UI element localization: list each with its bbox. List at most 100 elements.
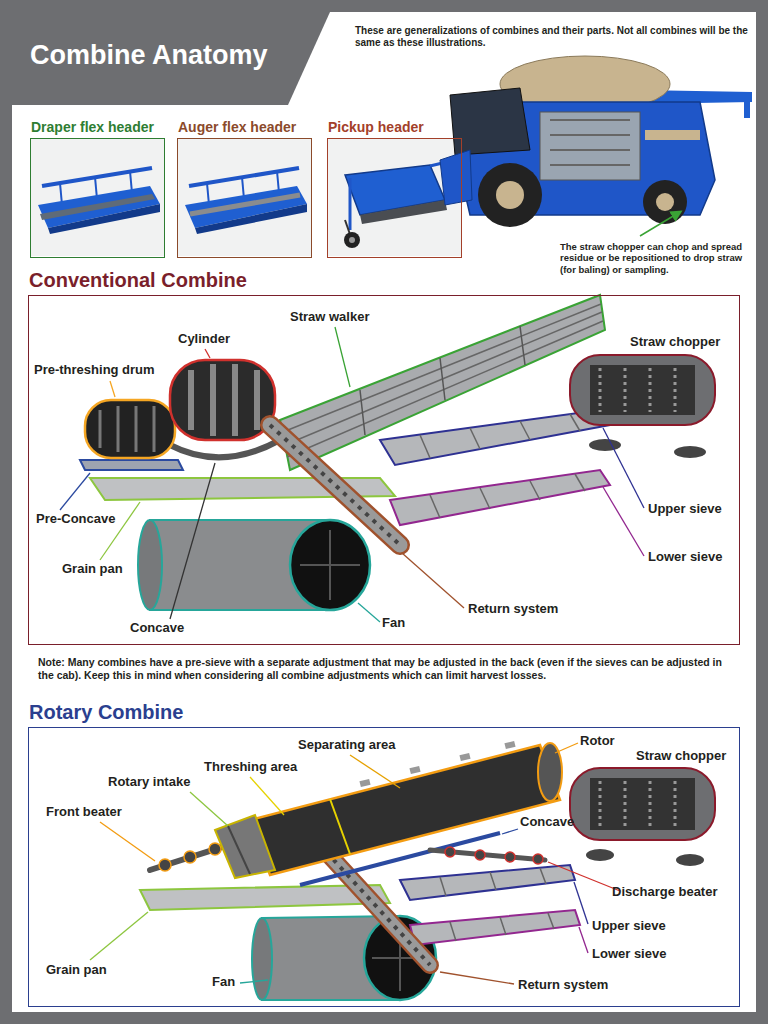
rotary-straw-chopper <box>570 768 715 866</box>
conventional-leader-lines-part <box>170 463 215 619</box>
conventional-leader-lines-part <box>603 428 644 508</box>
combine-picture-part <box>550 119 630 121</box>
draper-header-picture-part <box>31 138 164 256</box>
rotary-return-system <box>320 845 430 965</box>
combine-picture-part <box>550 164 630 166</box>
pre-threshing-drum-picture-part <box>153 406 156 452</box>
rotary-lower-sieve <box>410 910 580 945</box>
conventional-upper-sieve-part <box>380 410 610 465</box>
rotor-picture-part <box>409 766 420 774</box>
pre-threshing-drum-picture-part <box>117 406 120 452</box>
straw-walker-picture-part <box>520 326 525 365</box>
front-beater-picture-part <box>209 843 221 855</box>
rotary-leader-lines-part <box>250 777 284 815</box>
part-label: Upper sieve <box>592 918 666 934</box>
pickup-header-picture-part <box>328 138 461 256</box>
conventional-leader-lines-part <box>358 603 380 622</box>
conventional-straw-chopper-part <box>674 368 677 412</box>
box-heading: Rotary Combine <box>29 701 183 728</box>
draper-header-picture-part <box>42 168 152 186</box>
auger-header-picture <box>178 138 311 256</box>
conventional-straw-chopper <box>570 355 715 458</box>
part-label: Discharge beater <box>612 884 718 900</box>
combine-picture-part <box>540 112 640 180</box>
rotary-straw-chopper-part <box>649 781 652 827</box>
cylinder-picture-part <box>232 364 238 436</box>
conventional-straw-chopper-part <box>570 355 715 425</box>
combine-picture-part <box>440 150 472 205</box>
part-label: Lower sieve <box>592 946 666 962</box>
rotary-leader-lines-part <box>579 927 588 953</box>
conventional-straw-chopper-part <box>624 368 627 412</box>
rotary-straw-chopper-part <box>570 768 715 840</box>
straw-walker-picture-part <box>440 358 445 400</box>
conventional-upper-sieve-part <box>420 435 430 458</box>
rotary-lower-sieve-part <box>450 922 456 941</box>
part-label: Grain pan <box>62 561 123 577</box>
conventional-straw-chopper-part <box>649 368 652 412</box>
note-text: Note: Many combines have a pre-sieve wit… <box>38 656 738 681</box>
conventional-upper-sieve-part <box>470 428 480 449</box>
rotary-straw-chopper-part <box>676 854 704 866</box>
auger-header-picture-part <box>189 168 299 186</box>
conventional-pre-concave-part <box>80 460 183 470</box>
conventional-upper-sieve-part <box>520 421 530 440</box>
conventional-return-system <box>270 425 400 545</box>
conventional-pre-concave <box>80 460 183 470</box>
note-text: These are generalizations of combines an… <box>355 25 750 49</box>
conventional-concave <box>170 440 280 457</box>
part-label: Rotor <box>580 733 615 749</box>
straw-walker-picture-part <box>360 390 365 435</box>
conventional-straw-chopper-part <box>674 446 706 458</box>
conventional-fan-part <box>290 520 370 610</box>
rotary-leader-lines <box>90 743 620 984</box>
rotary-return-system-part <box>320 845 430 965</box>
conventional-return-system-part <box>270 425 400 545</box>
rotor-picture-part <box>359 779 370 787</box>
rotary-intake-picture-part <box>215 815 275 878</box>
pre-threshing-drum-picture-part <box>135 406 138 452</box>
title-band <box>12 12 330 105</box>
part-label: Pre-Concave <box>36 511 115 527</box>
part-label: Concave <box>520 814 574 830</box>
combine-picture-part <box>640 212 680 236</box>
rotary-lower-sieve-part <box>548 913 554 929</box>
conventional-lower-sieve <box>390 470 610 525</box>
rotary-leader-lines-part <box>502 829 518 834</box>
rotary-upper-sieve-part <box>540 868 546 884</box>
rotary-fan-part <box>252 918 272 1000</box>
combine-picture-part <box>656 193 674 211</box>
pre-threshing-drum-picture-part <box>99 410 102 448</box>
part-label: Lower sieve <box>648 549 722 565</box>
conventional-lower-sieve-part <box>390 470 610 525</box>
part-label: Straw chopper <box>636 748 726 764</box>
box-heading: Pickup header <box>328 119 424 139</box>
part-label: Rotary intake <box>108 774 190 790</box>
conventional-upper-sieve <box>380 410 610 465</box>
conventional-fan <box>138 520 370 610</box>
part-label: Grain pan <box>46 962 107 978</box>
part-label: Straw walker <box>290 309 370 325</box>
conventional-concave-part <box>170 440 280 457</box>
conventional-leader-lines-part <box>100 502 140 560</box>
conventional-leader-lines-part <box>335 327 350 387</box>
pre-threshing-drum-picture-part <box>85 400 175 458</box>
auger-header-picture-part <box>190 195 300 214</box>
combine-picture-part <box>478 163 542 227</box>
part-label: Fan <box>212 974 235 990</box>
combine-picture-part <box>450 88 530 155</box>
rotary-intake-picture <box>215 815 275 878</box>
header-box: Auger flex header <box>177 138 312 258</box>
combine-picture-part <box>744 96 750 118</box>
rotary-upper-sieve <box>400 865 575 900</box>
combine-picture <box>440 56 752 236</box>
rotary-leader-lines-part <box>90 912 148 960</box>
pickup-header-picture-part <box>360 200 447 224</box>
cylinder-picture-part <box>254 370 260 430</box>
conventional-leader-lines-part <box>110 381 115 397</box>
cylinder-picture-part <box>210 364 216 436</box>
conventional-fan-part <box>300 564 360 566</box>
rotary-straw-chopper-part <box>586 849 614 861</box>
discharge-beater-picture <box>430 847 545 864</box>
discharge-beater-picture-part <box>475 850 485 860</box>
